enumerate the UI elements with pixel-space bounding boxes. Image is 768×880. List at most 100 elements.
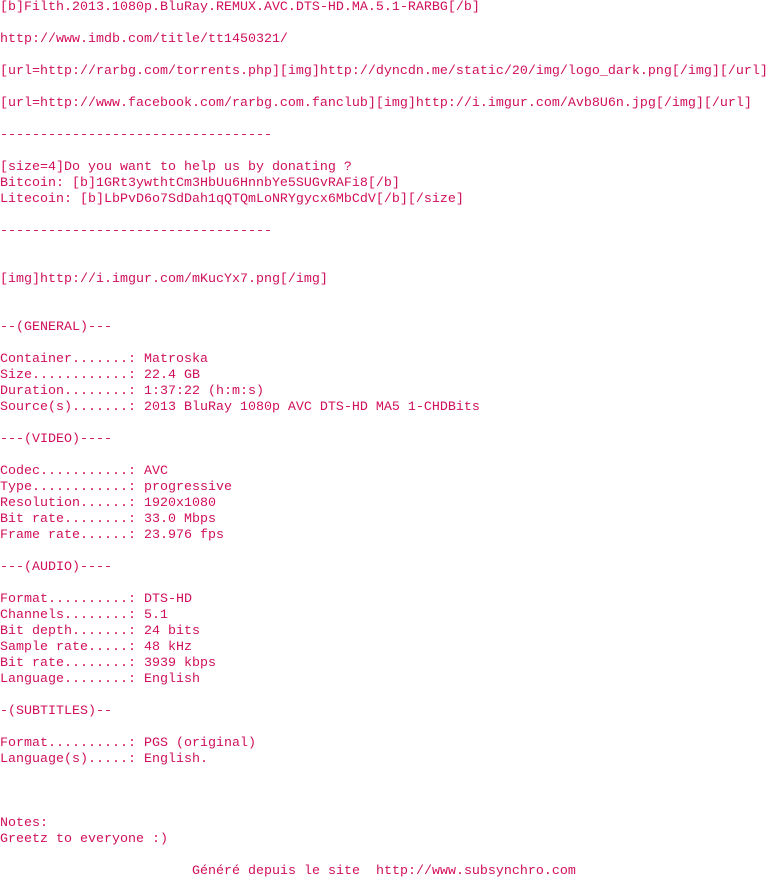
rarbg-link: [url=http://rarbg.com/torrents.php][img]… [0,64,768,79]
field-leader: ..........: [48,592,144,607]
field-audio-sample-rate: Sample rate.....: 48 kHz [0,640,768,656]
release-title: [b]Filth.2013.1080p.BluRay.REMUX.AVC.DTS… [0,0,480,15]
blank-line [0,16,768,32]
field-value: 22.4 GB [143,368,200,383]
field-label: Size [0,368,32,383]
blank-line [0,256,768,272]
field-leader: ......: [79,528,144,543]
blank-line [0,240,768,256]
litecoin-address: Litecoin: [b]LbPvD6o7SdDah1qQTQmLoNRYgyc… [0,192,464,207]
footer-credit: Généré depuis le site http://www.subsync… [192,864,576,879]
field-leader: .......: [71,624,144,639]
field-value: 3939 kbps [143,656,216,671]
field-label: Bit rate [0,656,64,671]
field-value: progressive [143,480,232,495]
field-label: Resolution [0,496,80,511]
field-leader: ........: [64,672,144,687]
blank-line [0,848,768,864]
section-header-audio: ---(AUDIO)---- [0,560,112,575]
field-audio-format: Format..........: DTS-HD [0,592,768,608]
blank-line [0,448,768,464]
blank-line [0,416,768,432]
blank-line [0,288,768,304]
field-label: Container [0,352,72,367]
facebook-link: [url=http://www.facebook.com/rarbg.com.f… [0,96,752,111]
blank-line [0,304,768,320]
field-audio-bit-depth: Bit depth.......: 24 bits [0,624,768,640]
field-leader: .......: [71,352,144,367]
notes-text: Greetz to everyone :) [0,832,168,847]
field-leader: ..........: [48,736,144,751]
blank-line [0,800,768,816]
field-value: PGS (original) [143,736,256,751]
field-label: Language [0,672,64,687]
field-value: 23.976 fps [143,528,224,543]
field-leader: ...........: [40,464,144,479]
field-subtitles-language-s: Language(s).....: English. [0,752,768,768]
divider: ---------------------------------- [0,224,272,239]
blank-line [0,720,768,736]
field-general-duration: Duration........: 1:37:22 (h:m:s) [0,384,768,400]
field-label: Channels [0,608,64,623]
field-value: English. [143,752,208,767]
blank-line [0,208,768,224]
field-general-container: Container.......: Matroska [0,352,768,368]
section-header-video: ---(VIDEO)---- [0,432,112,447]
image-link: [img]http://i.imgur.com/mKucYx7.png[/img… [0,272,328,287]
field-label: Bit rate [0,512,64,527]
field-video-type: Type............: progressive [0,480,768,496]
field-video-resolution: Resolution......: 1920x1080 [0,496,768,512]
field-label: Source(s) [0,400,72,415]
blank-line [0,144,768,160]
field-value: 2013 BluRay 1080p AVC DTS-HD MA5 1-CHDBi… [143,400,480,415]
blank-line [0,80,768,96]
blank-line [0,544,768,560]
field-leader: ........: [64,384,144,399]
field-label: Duration [0,384,64,399]
field-value: 1:37:22 (h:m:s) [143,384,264,399]
blank-line [0,784,768,800]
notes-label: Notes: [0,816,48,831]
field-value: 48 kHz [143,640,192,655]
field-leader: ........: [64,512,144,527]
field-video-bit-rate: Bit rate........: 33.0 Mbps [0,512,768,528]
field-value: DTS-HD [143,592,192,607]
blank-line [0,688,768,704]
field-label: Sample rate [0,640,88,655]
field-subtitles-format: Format..........: PGS (original) [0,736,768,752]
field-label: Bit depth [0,624,72,639]
field-general-source-s: Source(s).......: 2013 BluRay 1080p AVC … [0,400,768,416]
field-leader: ........: [64,656,144,671]
field-audio-bit-rate: Bit rate........: 3939 kbps [0,656,768,672]
field-value: 1920x1080 [143,496,216,511]
field-label: Format [0,736,48,751]
blank-line [0,112,768,128]
field-value: Matroska [143,352,208,367]
imdb-link: http://www.imdb.com/title/tt1450321/ [0,32,288,47]
field-leader: .......: [71,400,144,415]
field-audio-language: Language........: English [0,672,768,688]
field-leader: ............: [32,480,144,495]
blank-line [0,336,768,352]
bitcoin-address: Bitcoin: [b]1GRt3ywthtCm3HbUu6HnnbYe5SUG… [0,176,400,191]
donate-prompt: [size=4]Do you want to help us by donati… [0,160,352,175]
field-label: Type [0,480,32,495]
section-header-general: --(GENERAL)--- [0,320,112,335]
field-leader: .....: [87,752,144,767]
section-header-subtitles: -(SUBTITLES)-- [0,704,112,719]
field-value: AVC [143,464,168,479]
field-audio-channels: Channels........: 5.1 [0,608,768,624]
divider: ---------------------------------- [0,128,272,143]
field-label: Frame rate [0,528,80,543]
field-general-size: Size............: 22.4 GB [0,368,768,384]
field-value: English [143,672,200,687]
field-leader: ......: [79,496,144,511]
field-leader: ........: [64,608,144,623]
field-value: 24 bits [143,624,200,639]
blank-line [0,576,768,592]
blank-line [0,768,768,784]
blank-line [0,48,768,64]
field-value: 5.1 [143,608,168,623]
field-video-codec: Codec...........: AVC [0,464,768,480]
